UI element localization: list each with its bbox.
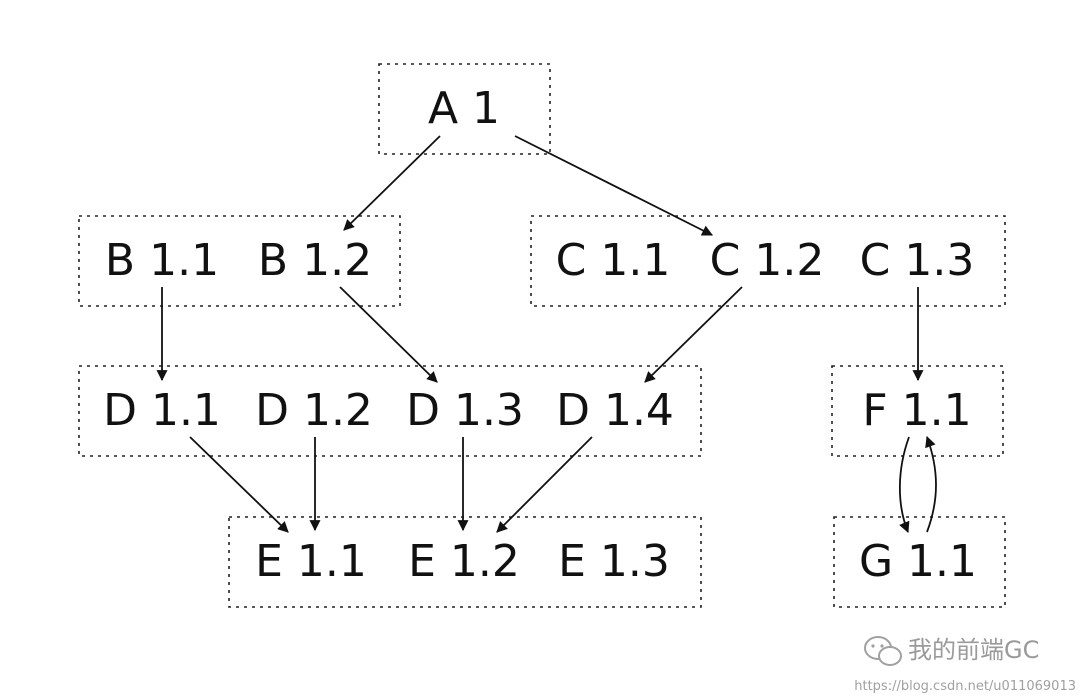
edge-d11-e11 xyxy=(189,436,289,533)
node-b11: B 1.1 xyxy=(105,235,219,286)
node-c11: C 1.1 xyxy=(556,235,671,286)
edge-d14-e12 xyxy=(496,436,593,533)
group-box-b xyxy=(78,215,401,307)
node-f11: F 1.1 xyxy=(862,385,971,436)
group-box-g xyxy=(833,516,1006,608)
node-d14: D 1.4 xyxy=(556,385,674,436)
edge-a1-c12 xyxy=(514,135,713,236)
node-d13: D 1.3 xyxy=(406,385,524,436)
node-b12: B 1.2 xyxy=(258,235,372,286)
watermark-brand: 我的前端GC xyxy=(908,636,1039,664)
edge-a1-b12 xyxy=(343,135,441,231)
group-box-a xyxy=(378,63,551,155)
edge-c12-d14 xyxy=(644,286,743,383)
node-e11: E 1.1 xyxy=(255,536,367,587)
edge-f11-g11 xyxy=(898,436,910,534)
watermark-url: https://blog.csdn.net/u011069013 xyxy=(854,679,1076,694)
node-d12: D 1.2 xyxy=(255,385,373,436)
edge-b12-d13 xyxy=(339,286,438,383)
node-c12: C 1.2 xyxy=(710,235,825,286)
watermark: 我的前端GC https://blog.csdn.net/u011069013 xyxy=(854,636,1076,694)
node-g11: G 1.1 xyxy=(859,536,977,587)
group-box-f xyxy=(831,365,1004,457)
group-box-d xyxy=(78,365,702,457)
node-e13: E 1.3 xyxy=(558,536,670,587)
node-e12: E 1.2 xyxy=(408,536,520,587)
node-a11: A 1 xyxy=(428,83,500,134)
node-c13: C 1.3 xyxy=(860,235,975,286)
group-box-c xyxy=(530,215,1006,307)
node-d11: D 1.1 xyxy=(103,385,221,436)
edge-g11-f11 xyxy=(925,435,937,533)
wechat-icon xyxy=(864,636,902,666)
